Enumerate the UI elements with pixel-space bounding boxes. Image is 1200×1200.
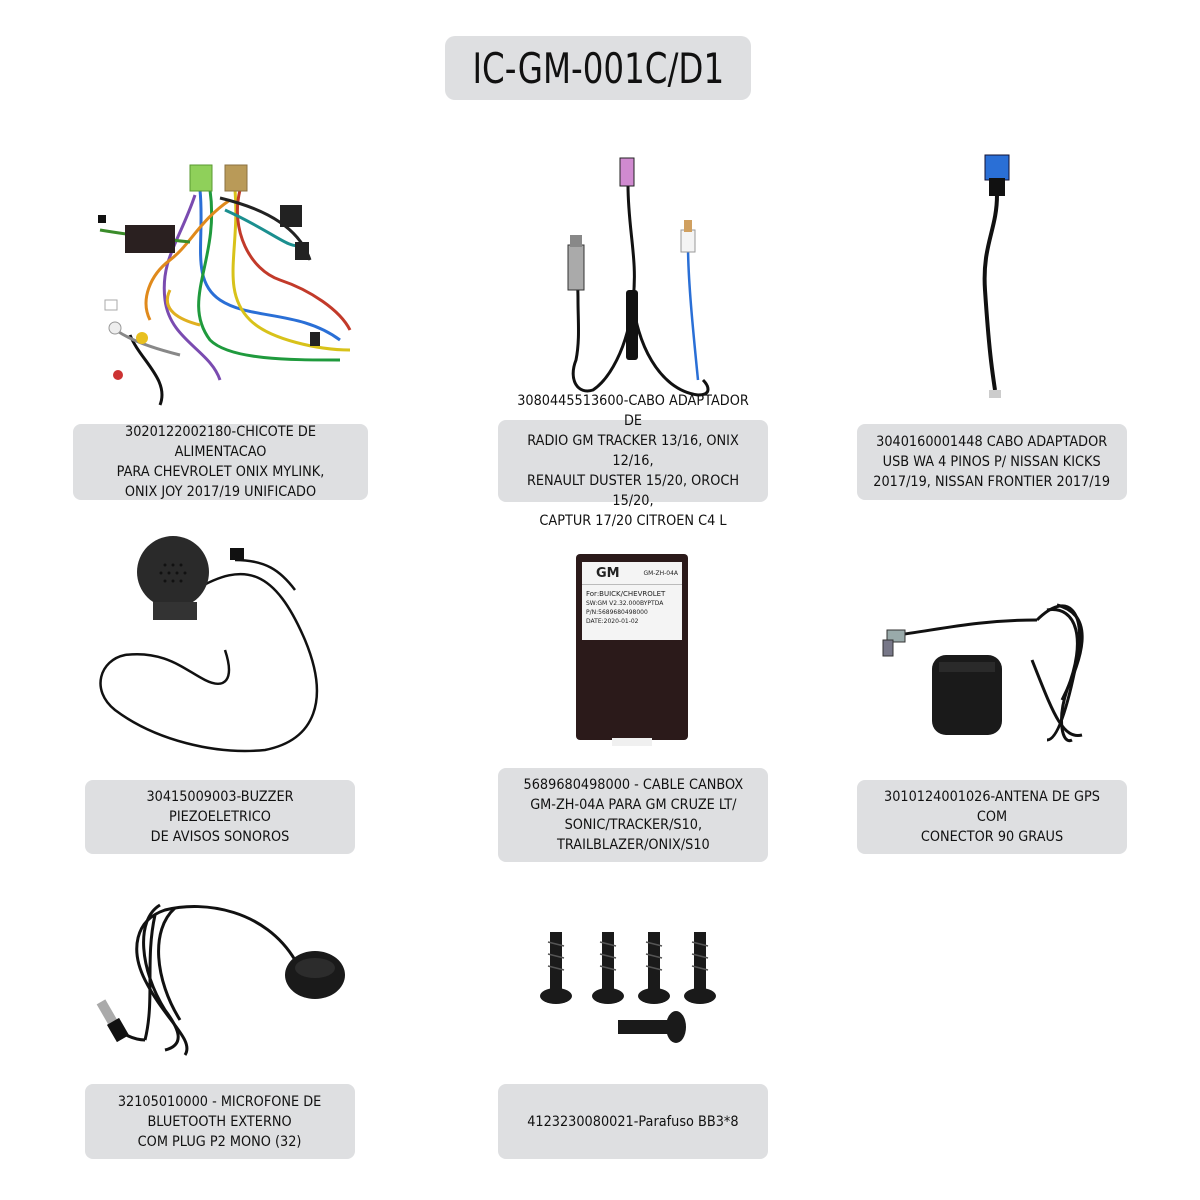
screws-icon	[540, 932, 716, 1043]
page-title-box: IC-GM-001C/D1	[445, 36, 751, 100]
canbox-brand-row: GM GM-ZH-04A	[582, 562, 682, 585]
canbox-line3: P/N:5689680498000	[586, 609, 648, 616]
canbox-connector	[612, 738, 652, 746]
item-gps-antenna-label: 3010124001026-ANTENA DE GPS COM CONECTOR…	[857, 780, 1127, 854]
item-screws-label: 4123230080021-Parafuso BB3*8	[498, 1084, 768, 1159]
canbox-line2: SW:GM V2.32.000BYPTDA	[586, 600, 664, 607]
canbox-icon: GM GM-ZH-04A For:BUICK/CHEVROLET SW:GM V…	[576, 554, 688, 746]
item-wiring-harness-label: 3020122002180-CHICOTE DE ALIMENTACAO PAR…	[73, 424, 368, 500]
canbox-sticker: GM GM-ZH-04A For:BUICK/CHEVROLET SW:GM V…	[582, 562, 682, 640]
gps-antenna-icon	[882, 603, 1084, 743]
item-antenna-adapter-cable-label: 3080445513600-CABO ADAPTADOR DE RADIO GM…	[498, 393, 768, 529]
antenna-adapter-cable-icon	[567, 157, 710, 397]
item-buzzer-label: 30415009003-BUZZER PIEZOELETRICO DE AVIS…	[85, 780, 355, 854]
canbox-brand: GM	[596, 565, 620, 581]
item-usb-adapter-cable-label: 3040160001448 CABO ADAPTADOR USB WA 4 PI…	[857, 424, 1127, 500]
canbox-line1: For:BUICK/CHEVROLET	[586, 590, 666, 598]
microphone-icon	[96, 903, 345, 1056]
canbox-model-tag: GM-ZH-04A	[643, 569, 678, 577]
usb-adapter-cable-icon	[982, 154, 1010, 398]
canbox-line4: DATE:2020-01-02	[586, 618, 639, 625]
buzzer-icon	[99, 536, 319, 753]
wiring-harness-icon	[98, 164, 352, 406]
item-microphone-label: 32105010000 - MICROFONE DE BLUETOOTH EXT…	[85, 1084, 355, 1159]
item-canbox-label: 5689680498000 - CABLE CANBOX GM-ZH-04A P…	[498, 768, 768, 862]
page-title: IC-GM-001C/D1	[472, 43, 724, 93]
